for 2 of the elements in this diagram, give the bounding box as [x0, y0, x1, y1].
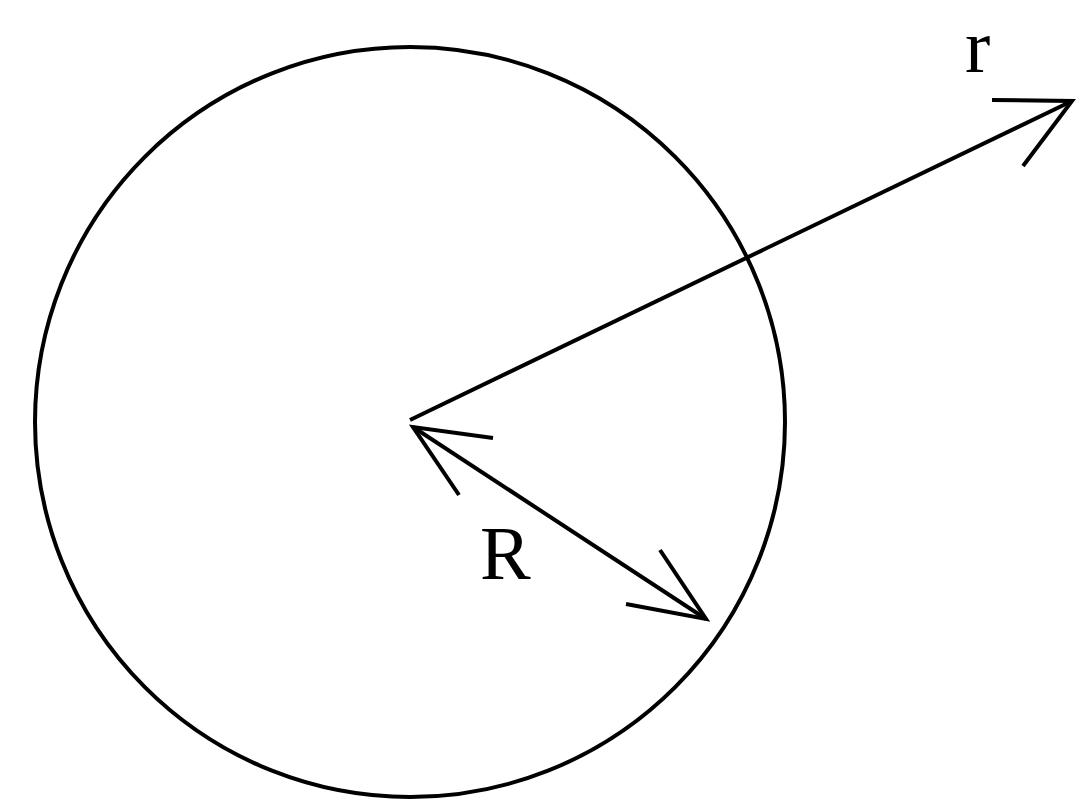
variable-label: R	[480, 515, 531, 591]
variable-label: r	[965, 8, 991, 84]
